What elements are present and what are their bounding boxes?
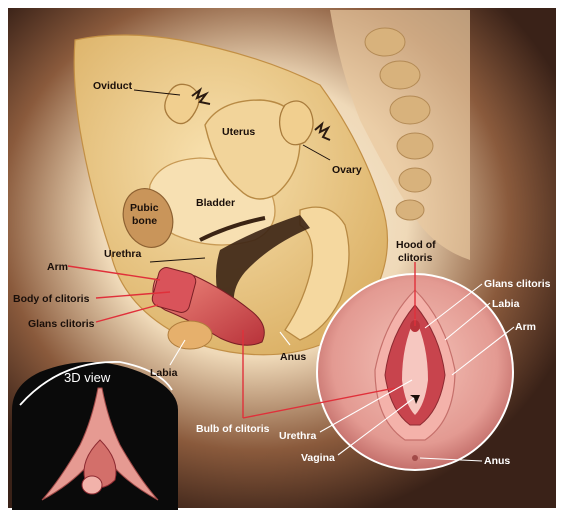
- label-hood-of-clitoris-1: Hood of: [396, 239, 436, 251]
- label-body-of-clitoris: Body of clitoris: [13, 293, 90, 305]
- label-labia-right: Labia: [492, 298, 520, 310]
- label-urethra-bottom: Urethra: [279, 430, 317, 442]
- label-pubic-bone-2: bone: [132, 215, 157, 227]
- label-oviduct: Oviduct: [93, 80, 133, 92]
- label-bladder: Bladder: [196, 197, 235, 209]
- label-glans-right: Glans clitoris: [484, 278, 551, 290]
- label-anus-left: Anus: [280, 351, 306, 363]
- label-ovary: Ovary: [332, 164, 362, 176]
- label-hood-of-clitoris-2: clitoris: [398, 252, 433, 264]
- label-uterus: Uterus: [222, 126, 255, 138]
- label-3d-view: 3D view: [64, 370, 111, 385]
- label-arm-left: Arm: [47, 261, 68, 273]
- label-arm-right: Arm: [515, 321, 536, 333]
- label-bulb-of-clitoris: Bulb of clitoris: [196, 423, 270, 435]
- label-glans-left: Glans clitoris: [28, 318, 95, 330]
- label-vagina: Vagina: [301, 452, 335, 464]
- label-anus-right: Anus: [484, 455, 510, 467]
- label-pubic-bone-1: Pubic: [130, 202, 159, 214]
- label-urethra-top: Urethra: [104, 248, 142, 260]
- oviduct-right: [280, 101, 313, 145]
- labia-side: [168, 321, 212, 349]
- label-labia-left: Labia: [150, 367, 178, 379]
